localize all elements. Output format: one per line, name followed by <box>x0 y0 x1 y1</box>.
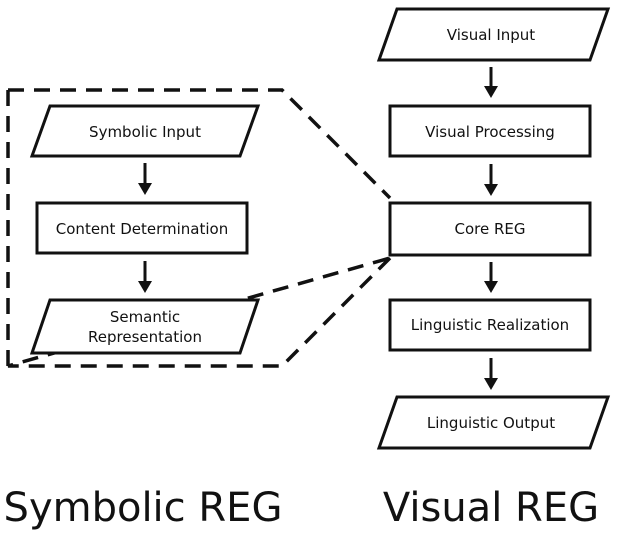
linguistic-output-node <box>376 395 611 450</box>
content-determination-label: Content Determination <box>56 220 228 238</box>
core-reg-node <box>388 201 592 257</box>
visual-processing-label: Visual Processing <box>425 123 555 141</box>
arrow-visual-4 <box>484 358 498 390</box>
visual-input-label: Visual Input <box>447 26 536 44</box>
linguistic-realization-node <box>388 298 592 352</box>
visual-input-node <box>376 7 611 62</box>
semantic-representation-label-line2: Representation <box>88 328 202 346</box>
semantic-representation-label-line1: Semantic <box>110 308 180 326</box>
linguistic-output-label: Linguistic Output <box>427 414 555 432</box>
arrow-visual-1 <box>484 67 498 98</box>
content-determination-node <box>35 201 249 255</box>
symbolic-reg-caption: Symbolic REG <box>4 485 283 531</box>
arrow-visual-3 <box>484 262 498 293</box>
symbolic-input-label: Symbolic Input <box>89 123 201 141</box>
arrow-symbolic-1 <box>138 163 152 195</box>
visual-processing-node <box>388 104 592 158</box>
linguistic-realization-label: Linguistic Realization <box>411 316 569 334</box>
semantic-representation-node <box>29 298 261 355</box>
visual-reg-caption: Visual REG <box>383 485 599 531</box>
symbolic-input-node <box>29 104 261 158</box>
arrow-visual-2 <box>484 164 498 196</box>
core-reg-label: Core REG <box>454 220 525 238</box>
arrow-symbolic-2 <box>138 261 152 293</box>
